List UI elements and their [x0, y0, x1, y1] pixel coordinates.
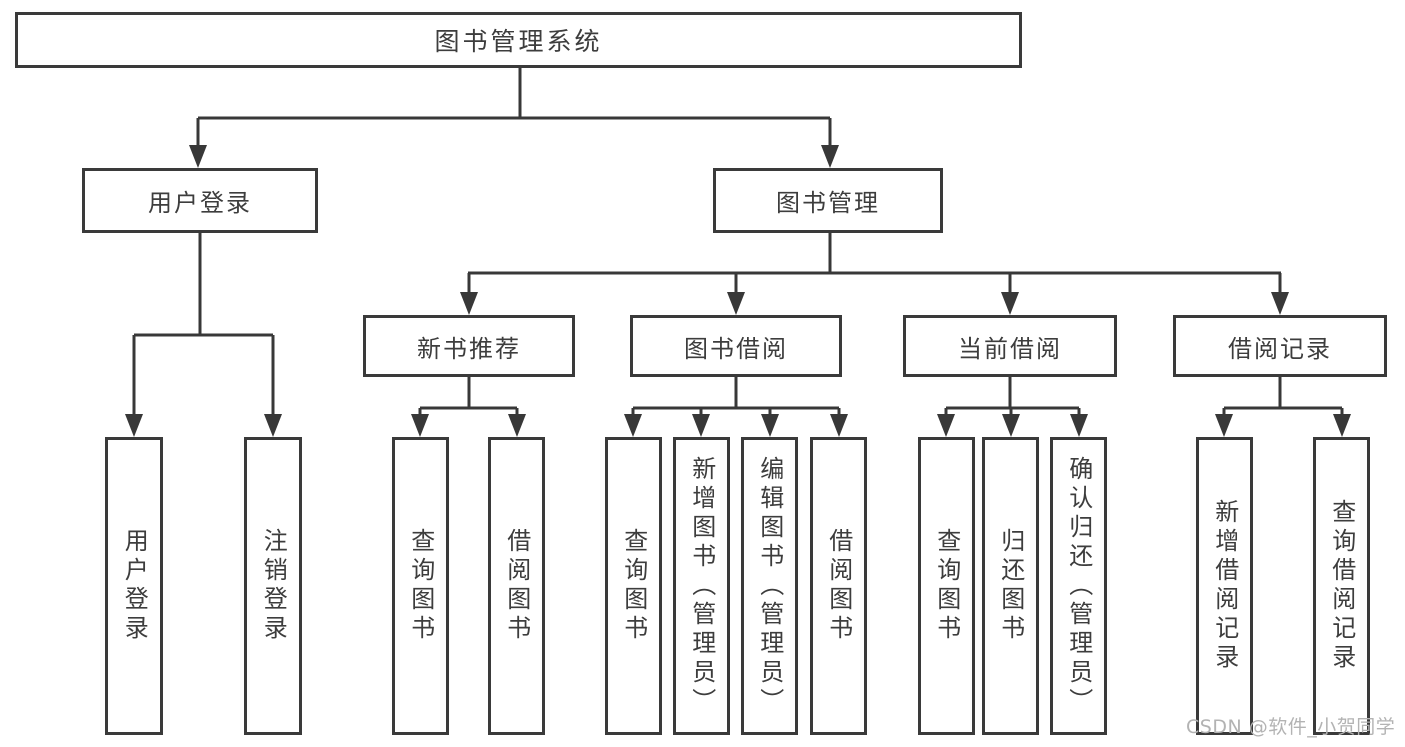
- leaf-add-borrow-record: 新增借阅记录: [1196, 437, 1253, 735]
- leaf-borrow-books-recommend: 借阅图书: [488, 437, 545, 735]
- node-label: 借阅记录: [1228, 334, 1332, 363]
- leaf-label: 用户登录: [120, 528, 149, 644]
- leaf-add-books-admin: 新增图书（管理员）: [673, 437, 730, 735]
- node-current-borrow: 当前借阅: [903, 315, 1117, 377]
- leaf-label: 新增图书（管理员）: [687, 455, 716, 717]
- node-label: 图书管理系统: [434, 27, 603, 56]
- leaf-query-books-borrow: 查询图书: [605, 437, 662, 735]
- node-label: 新书推荐: [417, 334, 521, 363]
- node-label: 当前借阅: [958, 334, 1062, 363]
- node-user-login: 用户登录: [82, 168, 318, 233]
- leaf-label: 查询图书: [932, 528, 961, 644]
- leaf-label: 新增借阅记录: [1210, 499, 1239, 673]
- leaf-label: 查询图书: [619, 528, 648, 644]
- node-label: 图书管理: [776, 189, 880, 217]
- leaf-label: 借阅图书: [502, 528, 531, 644]
- leaf-label: 借阅图书: [824, 528, 853, 644]
- leaf-confirm-return-admin: 确认归还（管理员）: [1050, 437, 1107, 735]
- node-new-book-recommend: 新书推荐: [363, 315, 575, 377]
- leaf-label: 确认归还（管理员）: [1064, 455, 1093, 717]
- leaf-label: 归还图书: [996, 528, 1025, 644]
- leaf-label: 编辑图书（管理员）: [755, 455, 784, 717]
- leaf-user-login: 用户登录: [105, 437, 163, 735]
- node-library-system: 图书管理系统: [15, 12, 1022, 68]
- leaf-return-books: 归还图书: [982, 437, 1039, 735]
- leaf-label: 查询借阅记录: [1327, 499, 1356, 673]
- node-label: 用户登录: [148, 189, 252, 217]
- leaf-borrow-books: 借阅图书: [810, 437, 867, 735]
- node-book-borrow: 图书借阅: [630, 315, 842, 377]
- leaf-label: 查询图书: [406, 528, 435, 644]
- csdn-watermark: CSDN @软件_小贺同学: [1186, 716, 1396, 738]
- node-label: 图书借阅: [684, 334, 788, 363]
- leaf-edit-books-admin: 编辑图书（管理员）: [741, 437, 798, 735]
- leaf-logout: 注销登录: [244, 437, 302, 735]
- leaf-query-books-current: 查询图书: [918, 437, 975, 735]
- leaf-query-books-recommend: 查询图书: [392, 437, 449, 735]
- leaf-label: 注销登录: [259, 528, 288, 644]
- leaf-query-borrow-record: 查询借阅记录: [1313, 437, 1370, 735]
- node-book-management: 图书管理: [713, 168, 943, 233]
- node-borrow-records: 借阅记录: [1173, 315, 1387, 377]
